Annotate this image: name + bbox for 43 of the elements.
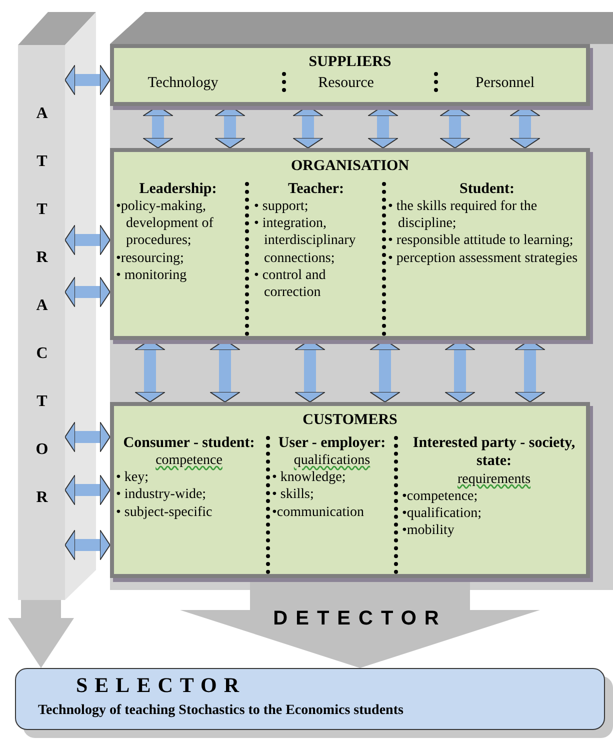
category-label: Technology (146, 74, 220, 93)
bullet-item: • control and correction (254, 266, 327, 301)
column-heading: Interested party - society, state: (412, 434, 576, 471)
double-arrow (64, 276, 110, 308)
bullet-item: •policy-making, development of procedures; (116, 198, 214, 250)
column-heading: Student: (458, 180, 516, 198)
wide-arrow (8, 600, 74, 668)
column-heading: Teacher: (286, 180, 346, 198)
bullet-item: • skills; (272, 486, 315, 504)
bullet-item: •mobility (402, 522, 456, 539)
box-heading: SELECTOR (76, 673, 246, 698)
bullet-item: • responsible attitude to learning; (388, 232, 574, 250)
column-heading: Consumer - student: (122, 434, 256, 452)
section-heading: ORGANISATION (290, 158, 410, 175)
column-heading: User - employer: (277, 434, 387, 452)
double-arrow (64, 422, 110, 452)
column-subheading: qualifications (292, 452, 372, 470)
section-heading: SUPPLIERS (308, 54, 392, 71)
bullet-item: •communication (272, 504, 365, 521)
bullet-item: • subject-specific (116, 504, 214, 521)
category-label: Resource (317, 74, 375, 93)
bullet-item: •qualification; (402, 504, 483, 522)
vertical-heading: ATTRACTOR (32, 105, 50, 537)
bullet-item: • monitoring (116, 266, 188, 284)
bullet-item: • integration, interdisciplinary connections; (254, 215, 357, 267)
bullet-item: • key; (116, 469, 150, 486)
column-subheading: requirements (456, 470, 532, 488)
bullet-item: •competence; (402, 488, 479, 505)
bullet-item: •resourcing; (116, 250, 185, 267)
double-arrow (64, 474, 110, 506)
column-subheading: competence (154, 452, 224, 470)
double-arrow (64, 530, 110, 560)
bullet-item: • the skills required for the discipline; (388, 198, 538, 232)
double-arrow (64, 64, 110, 96)
bullet-item: • industry-wide; (116, 486, 208, 504)
bullet-item: • knowledge; (272, 469, 347, 486)
column-heading: Leadership: (138, 180, 218, 198)
bullet-item: • perception assessment strategies (388, 250, 579, 267)
bullet-item: • support; (254, 198, 310, 216)
box-subtitle: Technology of teaching Stochastics to the Economics students (38, 703, 404, 719)
category-label: Personnel (474, 74, 536, 93)
double-arrow (64, 224, 110, 256)
section-heading: CUSTOMERS (302, 412, 398, 429)
